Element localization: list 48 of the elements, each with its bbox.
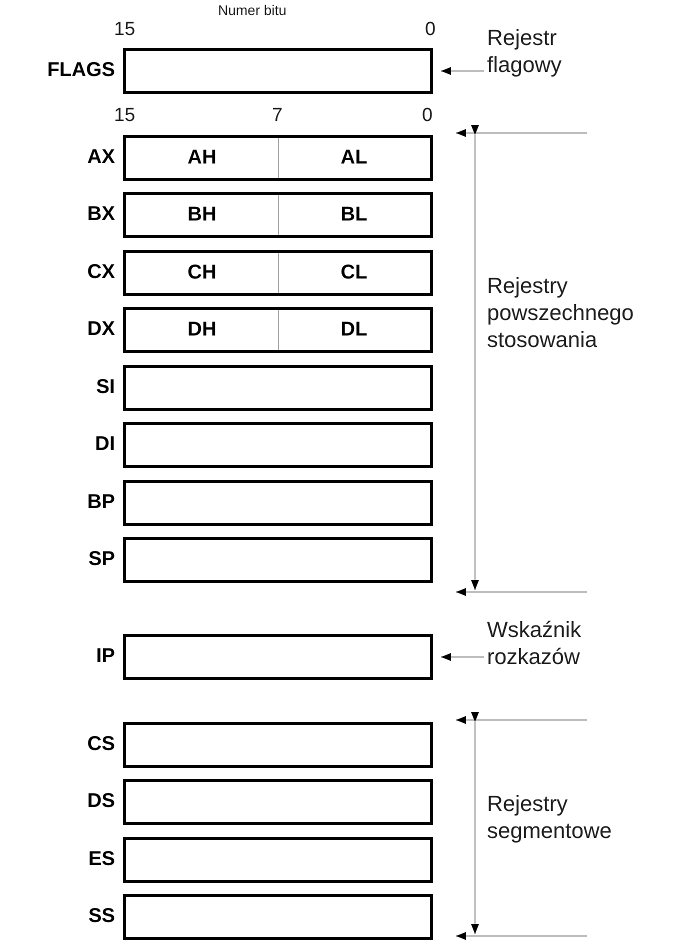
register-half-label: BL [340, 204, 368, 226]
register-name: SS [88, 905, 115, 928]
bit-number: 0 [425, 20, 436, 40]
axis-title: Numer bitu [218, 1, 286, 20]
register-name: FLAGS [47, 59, 115, 82]
bit-number: 7 [272, 106, 283, 126]
register-name: AX [87, 146, 115, 169]
group-label: Rejestry powszechnego stosowania [487, 272, 635, 353]
register-box [123, 48, 433, 94]
register-box [123, 837, 433, 883]
register-box [123, 250, 433, 296]
register-box [123, 779, 433, 825]
register-name: CS [87, 733, 115, 756]
register-name: BP [87, 491, 115, 514]
register-name: SI [96, 376, 115, 399]
register-name: SP [88, 548, 115, 571]
register-half-label: CH [188, 262, 216, 284]
bit-number: 15 [114, 106, 136, 126]
register-half-label: CL [340, 262, 368, 284]
register-box [123, 480, 433, 526]
register-box [123, 537, 433, 583]
register-box [123, 722, 433, 768]
register-name: DX [87, 318, 115, 341]
register-box [123, 365, 433, 411]
bit-number: 0 [422, 106, 433, 126]
register-name: ES [88, 848, 115, 871]
register-box [123, 192, 433, 238]
register-name: IP [96, 645, 115, 668]
register-name: DS [87, 790, 115, 813]
register-half-label: DH [188, 318, 216, 342]
group-label: Rejestry segmentowe [487, 790, 613, 844]
leader-arrow [441, 653, 484, 661]
bit-number: 15 [114, 20, 136, 40]
register-box [123, 894, 433, 940]
register-box [123, 135, 433, 181]
register-half-label: AH [188, 146, 216, 170]
leader-arrow [441, 67, 484, 75]
register-half-label: BH [188, 204, 216, 226]
register-description: Rejestr flagowy [487, 24, 627, 78]
register-box [123, 307, 433, 353]
register-name: DI [95, 433, 115, 456]
register-half-label: DL [340, 318, 368, 342]
register-description: Wskaźnik rozkazów [487, 616, 667, 670]
register-name: BX [87, 203, 115, 226]
register-box [123, 422, 433, 468]
register-box [123, 634, 433, 680]
register-half-label: AL [340, 146, 368, 170]
register-name: CX [87, 261, 115, 284]
